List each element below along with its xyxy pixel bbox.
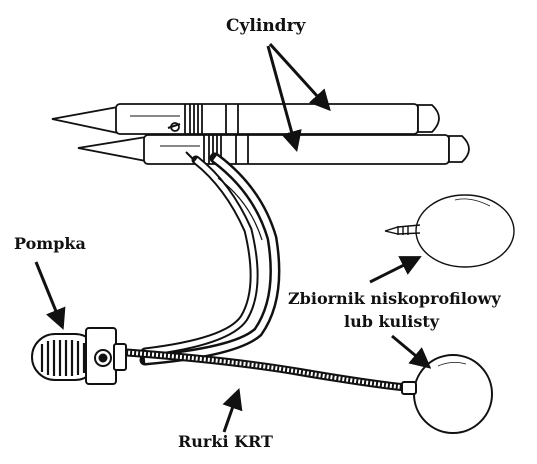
pump [32,328,126,384]
krt-tubing [120,352,410,388]
connecting-tubes [145,158,275,360]
arrow-tubing [224,392,238,432]
arrow-low-profile-reservoir [370,258,418,282]
cylinders-label: Cylindry [226,18,305,35]
reservoir-label-line1: Zbiornik niskoprofilowy [288,291,501,307]
pump-label: Pompka [14,236,86,252]
arrow-spherical-reservoir [392,336,428,366]
arrow-pump [36,262,62,326]
low-profile-reservoir [385,195,514,267]
spherical-reservoir [402,355,492,433]
arrow-cylinders-upper [270,44,328,108]
upper-cylinder [52,104,439,134]
reservoir-label-line2: lub kulisty [344,314,439,330]
tubing-label: Rurki KRT [178,434,273,450]
lower-cylinder [78,135,469,166]
